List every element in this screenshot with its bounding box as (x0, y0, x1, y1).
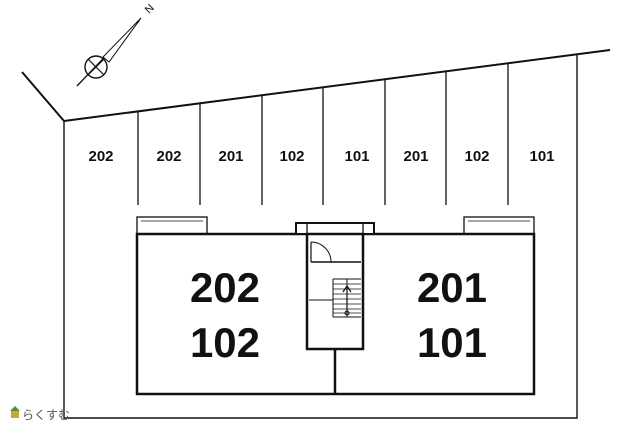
north-compass-icon: N (76, 2, 157, 87)
site-boundary (21, 49, 611, 419)
parking-stall-label: 201 (403, 148, 428, 165)
door-icon (310, 241, 361, 263)
stair-core (305, 232, 365, 351)
parking-stall-label: 101 (529, 148, 554, 165)
unit-label: 201 (417, 264, 487, 311)
north-label: N (143, 2, 157, 16)
balcony-left (136, 216, 208, 235)
balcony-right (463, 216, 535, 235)
watermark: らくすむ (10, 406, 70, 422)
parking-dividers (137, 64, 509, 205)
unit-label: 101 (417, 319, 487, 366)
parking-stall-label: 102 (279, 148, 304, 165)
parking-stall-label: 202 (88, 148, 113, 165)
parking-stall-label: 201 (218, 148, 243, 165)
watermark-text: らくすむ (22, 408, 70, 422)
parking-stall-label: 102 (464, 148, 489, 165)
parking-stall-labels: 202 202 201 102 101 201 102 101 (88, 148, 554, 165)
staircase-icon (309, 278, 361, 318)
parking-stall-label: 202 (156, 148, 181, 165)
unit-label: 102 (190, 319, 260, 366)
parking-stall-label: 101 (344, 148, 369, 165)
apartment-building: 202 102 201 101 (135, 216, 536, 396)
house-logo-icon (11, 411, 19, 418)
entrance-canopy (295, 222, 375, 235)
unit-label: 202 (190, 264, 260, 311)
